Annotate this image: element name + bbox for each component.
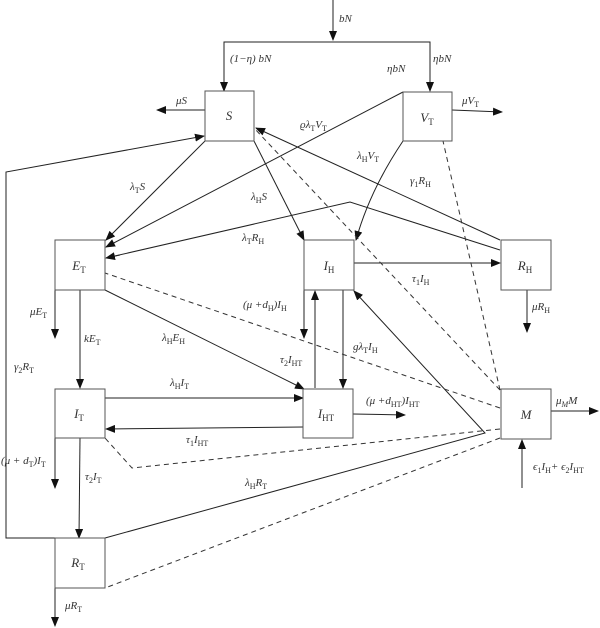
edge-IT-RT — [75, 437, 84, 539]
node-RT: RT — [54, 537, 106, 589]
label-lH-S: λHS — [250, 191, 268, 205]
label-mu-RH: μRH — [531, 301, 550, 315]
node-S-label: S — [226, 108, 233, 123]
edge-IHT-out — [352, 410, 406, 419]
node-M-label: M — [520, 407, 533, 422]
label-t2-IT: τ2IT — [85, 471, 102, 485]
label-mu-dH-IH: (μ +dH)IH — [243, 299, 287, 313]
label-g-lT-IH: gλTIH — [353, 341, 378, 355]
edge-split — [223, 41, 431, 90]
node-M: M — [500, 388, 552, 440]
node-IH: IH — [303, 239, 355, 291]
label-lH-VT: λHVT — [356, 150, 379, 164]
edge-RH-S — [255, 127, 501, 241]
label-lT-S: λTS — [129, 181, 146, 195]
node-IT: IT — [54, 388, 106, 439]
label-g2-RT: γ2RT — [14, 361, 34, 375]
node-VT: VT — [402, 91, 453, 142]
label-k-ET: kET — [84, 333, 101, 347]
edge-IHT-IT — [105, 424, 304, 433]
dash-M-VT — [442, 140, 501, 391]
label-lT-RH: λTRH — [241, 232, 264, 246]
label-lH-RT: λHRT — [244, 477, 267, 491]
edge-ET-IHT — [104, 289, 305, 390]
node-RH: RH — [500, 239, 552, 291]
label-mu-RT: μRT — [64, 600, 82, 614]
edge-mu-VT — [451, 107, 503, 116]
label-mu-S: μS — [175, 95, 188, 107]
label-eps-in-M: ϵ1IH+ ϵ2IHT — [533, 461, 584, 475]
edge-VT-IH — [354, 140, 404, 241]
label-eta-bN-left: ηbN — [387, 63, 406, 75]
label-bN: bN — [339, 13, 353, 25]
node-IT-label: IT — [73, 406, 84, 423]
label-t1-IH: τ1IH — [412, 273, 430, 287]
label-g1-RH: γ1RH — [410, 175, 431, 189]
dash-M-IT — [104, 428, 501, 469]
dash-M-ET — [104, 272, 501, 409]
label-mu-dHT-IHT: (μ +dHT)IHT — [366, 395, 420, 409]
node-IHT: IHT — [302, 388, 354, 439]
label-t1-IHT: τ1IHT — [186, 434, 208, 448]
dash-M-RT — [104, 437, 501, 589]
label-lH-EH: λHEH — [161, 332, 185, 346]
label-rho-lT-VT: ϱλTVT — [300, 119, 327, 133]
node-ET: ET — [54, 239, 106, 291]
edge-RT-IH — [104, 290, 486, 539]
edge-VT-ET — [105, 91, 404, 248]
label-t2-IHT: τ2IHT — [280, 354, 302, 368]
edge-RH-ET — [105, 201, 501, 259]
edge-S-IH — [253, 140, 305, 241]
edge-S-ET — [105, 140, 206, 241]
label-one-minus-eta-bN: (1−η) bN — [230, 53, 272, 65]
label-mu-M: μMM — [555, 395, 578, 409]
label-eta-bN-right: ηbN — [433, 53, 452, 65]
dash-M-S — [253, 127, 501, 391]
node-S: S — [204, 90, 255, 142]
label-lH-IT: λHIT — [169, 377, 189, 391]
edge-RH-ET-arrow — [105, 252, 121, 261]
label-mu-VT: μVT — [461, 95, 479, 109]
label-mu-ET: μET — [29, 306, 47, 320]
label-mu-dT-IT: (μ + dT)IT — [1, 455, 46, 469]
edge-RT-S — [5, 133, 205, 539]
